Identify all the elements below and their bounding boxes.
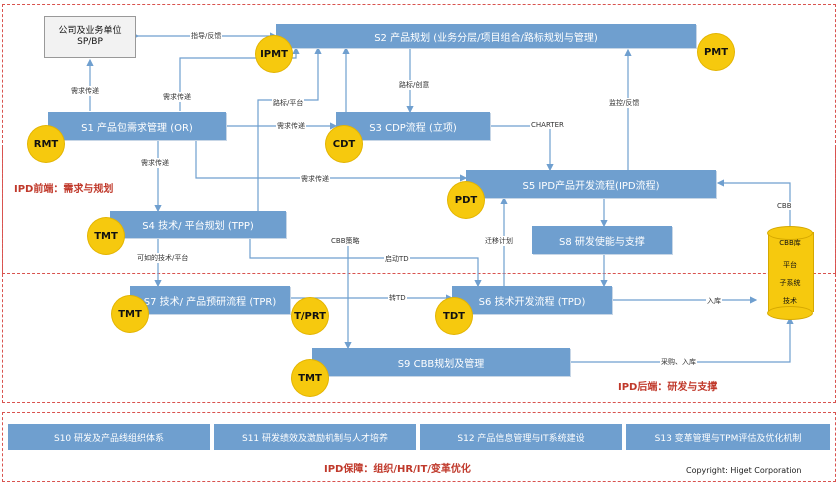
s10-org-system-box[interactable]: S10 研发及产品线组织体系 [8,424,210,450]
label-migrate-plan: 迁移计划 [484,236,514,246]
label-charter: CHARTER [530,121,565,129]
s13-change-tpm-box[interactable]: S13 变革管理与TPM评估及优化机制 [626,424,830,450]
s6-technology-development-box[interactable]: S6 技术开发流程 (TPD) [452,286,612,314]
label-req-s3: 需求传递 [276,121,306,131]
tmt-badge-s4: TMT [88,218,124,254]
pdt-badge: PDT [448,182,484,218]
label-cbb: CBB [776,202,793,210]
label-purchase-store: 采购、入库 [660,357,697,367]
s9-cbb-planning-box[interactable]: S9 CBB规划及管理 [312,348,570,376]
s4-technology-planning-box[interactable]: S4 技术/ 平台规划 (TPP) [110,211,286,238]
doc-line1: 公司及业务单位 [58,26,122,36]
tprt-badge: T/PRT [292,298,328,334]
tmt-badge-s7: TMT [112,296,148,332]
doc-line2: SP/BP [77,37,103,47]
s5-ipd-development-box[interactable]: S5 IPD产品开发流程(IPD流程) [466,170,716,198]
back-region-boundary [2,148,836,403]
rmt-badge: RMT [28,126,64,162]
region-front-label: IPD前端：需求与规划 [14,184,114,195]
support-region-boundary [2,412,836,482]
pmt-badge: PMT [698,34,734,70]
label-cbb-strategy: CBB策略 [330,236,361,246]
ipmt-badge: IPMT [256,36,292,72]
tdt-badge: TDT [436,298,472,334]
region-support-label: IPD保障：组织/HR/IT/变革优化 [324,464,471,475]
cbb-top-label: CBB库 [779,239,801,247]
label-guide-feedback: 指导/反馈 [190,31,223,41]
label-start-td: 启动TD [384,254,410,264]
label-roadmap-idea: 路标/创意 [398,80,431,90]
front-region-boundary [2,4,836,274]
s7-pre-research-box[interactable]: S7 技术/ 产品预研流程 (TPR) [130,286,290,314]
s8-rd-enablement-box[interactable]: S8 研发使能与支撑 [532,226,672,254]
s2-product-planning-box[interactable]: S2 产品规划 (业务分层/项目组合/路标规划与管理) [276,24,696,48]
label-monitor-feedback: 监控/反馈 [608,98,641,108]
label-req-s2: 需求传递 [162,92,192,102]
region-back-label: IPD后端：研发与支撑 [618,382,718,393]
s3-cdp-box[interactable]: S3 CDP流程 (立项) [336,112,490,140]
label-roadmap-platform: 路标/平台 [272,98,305,108]
label-req-s4: 需求传递 [140,158,170,168]
label-turn-td: 转TD [388,293,407,303]
label-req-s5: 需求传递 [300,174,330,184]
label-req-doc: 需求传递 [70,86,100,96]
label-tech-platform: 可如的技术/平台 [136,253,190,263]
copyright-text: Copyright: Higet Corporation [686,466,802,475]
cbb-technology-label: 技术 [783,297,797,305]
cbb-platform-label: 平台 [783,261,797,269]
s11-performance-talent-box[interactable]: S11 研发绩效及激励机制与人才培养 [214,424,416,450]
tmt-badge-s9: TMT [292,360,328,396]
cbb-subsystem-label: 子系统 [779,279,801,287]
label-store: 入库 [706,296,722,306]
cbb-library-cylinder: CBB库 平台 子系统 技术 [767,226,814,320]
s12-info-it-box[interactable]: S12 产品信息管理与IT系统建设 [420,424,622,450]
cdt-badge: CDT [326,126,362,162]
s1-requirement-management-box[interactable]: S1 产品包需求管理 (OR) [48,112,226,140]
company-sp-bp-document: 公司及业务单位 SP/BP [44,16,136,58]
